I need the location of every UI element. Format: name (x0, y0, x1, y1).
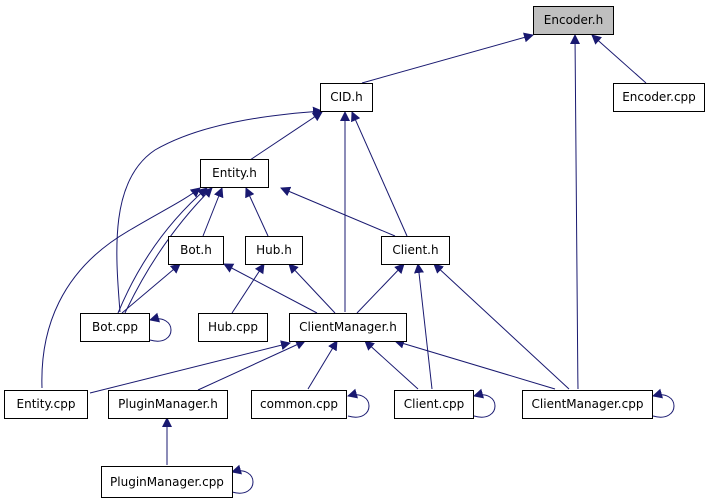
edge-clientcpp-to-clienth (414, 263, 433, 390)
edge-clientmanagerh-to-clienth (356, 263, 405, 314)
edge-entityh-to-cid (249, 111, 323, 161)
edge-entitycpp-to-clientmanagerh (89, 340, 291, 394)
node-bot-h[interactable]: Bot.h (168, 236, 224, 265)
edge-clientmanagercpp-to-clienth (433, 263, 570, 390)
node-hub-h[interactable]: Hub.h (245, 236, 303, 265)
edge-clientmanagercpp-to-encoder (570, 34, 581, 390)
edge-botcpp-to-both (121, 263, 181, 314)
edge-pluginmanagerh-to-clientmanagerh (197, 340, 306, 391)
node-pluginmanager-cpp[interactable]: PluginManager.cpp (101, 466, 233, 498)
edge-encodercpp-to-encoder (591, 34, 647, 84)
edge-commoncpp-to-clientmanagerh (307, 340, 338, 390)
node-entity-cpp[interactable]: Entity.cpp (4, 390, 88, 419)
edge-entitycpp-to-entity (41, 187, 201, 389)
edge-hubcpp-to-hubh (231, 263, 265, 314)
node-encoder-h[interactable]: Encoder.h (533, 6, 614, 35)
self-loop-botcpp (149, 312, 172, 342)
edge-clientcpp-to-clientmanagerh (364, 340, 419, 390)
self-loop-clientcpp (473, 388, 496, 418)
edge-botcpp-to-cid (116, 106, 323, 313)
edge-clientmanagercpp-to-clientmanagerh (394, 338, 556, 390)
self-loop-commoncpp (347, 388, 370, 418)
edge-bot-to-entity (202, 187, 224, 237)
self-loop-clientmanagercpp (652, 388, 675, 418)
edge-hubh-to-entity (245, 187, 269, 237)
edge-botcpp-to-entity-a (117, 187, 208, 314)
node-common-cpp[interactable]: common.cpp (251, 390, 347, 419)
node-entity-h[interactable]: Entity.h (200, 159, 269, 188)
node-bot-cpp[interactable]: Bot.cpp (80, 313, 150, 342)
edge-clienth-to-entity (280, 186, 396, 237)
node-cid-h[interactable]: CID.h (320, 83, 373, 112)
edge-clienth-to-cid (351, 111, 408, 237)
node-client-cpp[interactable]: Client.cpp (394, 390, 474, 419)
node-client-h[interactable]: Client.h (381, 236, 450, 265)
node-clientmanager-h[interactable]: ClientManager.h (289, 313, 407, 342)
node-pluginmanager-h[interactable]: PluginManager.h (108, 390, 228, 419)
edge-botcpp-to-entity-b (124, 187, 213, 314)
node-encoder-cpp[interactable]: Encoder.cpp (613, 83, 705, 112)
node-clientmanager-cpp[interactable]: ClientManager.cpp (522, 390, 653, 419)
edge-clientmanagerh-to-both (223, 263, 318, 314)
edge-clientmanagerh-to-hubh (288, 263, 336, 314)
edge-cid-to-encoder (361, 32, 534, 84)
node-hub-cpp[interactable]: Hub.cpp (198, 313, 268, 342)
self-loop-pluginmanagercpp (231, 464, 254, 494)
